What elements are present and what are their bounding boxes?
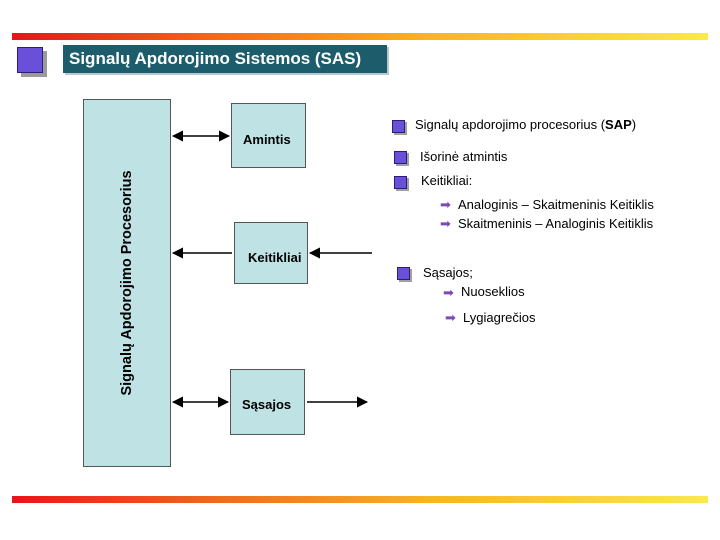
page-title: Signalų Apdorojimo Sistemos (SAS): [69, 49, 362, 68]
sub-arrow-icon: ➡: [440, 216, 451, 231]
converters-block: Keitikliai: [234, 222, 308, 284]
converters-label: Keitikliai: [248, 250, 302, 265]
sub-arrow-icon: ➡: [440, 197, 451, 212]
list-subitem: Lygiagrečios: [463, 310, 536, 325]
bullet-square-icon: [392, 120, 405, 133]
list-item-interfaces: Sąsajos;: [423, 265, 473, 280]
bullet-square-icon: [397, 267, 410, 280]
title-banner: Signalų Apdorojimo Sistemos (SAS): [63, 45, 387, 73]
bullet-square-icon: [394, 176, 407, 189]
interfaces-block: Sąsajos: [230, 369, 305, 435]
processor-block: Signalų Apdorojimo Procesorius: [83, 99, 171, 467]
sub-arrow-icon: ➡: [445, 310, 456, 325]
bullet-square-icon: [394, 151, 407, 164]
list-subitem: Skaitmeninis – Analoginis Keitiklis: [458, 216, 654, 231]
list-subitem: Nuoseklios: [461, 284, 525, 299]
interfaces-label: Sąsajos: [242, 397, 292, 412]
list-item-external-memory: Išorinė atmintis: [420, 149, 508, 164]
sub-arrow-icon: ➡: [443, 285, 454, 300]
memory-block: Amintis: [231, 103, 306, 168]
list-subitem: Analoginis – Skaitmeninis Keitiklis: [458, 197, 654, 212]
memory-label: Amintis: [243, 132, 291, 147]
title-square-icon: [17, 47, 43, 73]
list-item-processor: Signalų apdorojimo procesorius (SAP): [415, 117, 637, 132]
list-item-converters: Keitikliai:: [421, 173, 473, 188]
bottom-gradient-bar: [12, 496, 708, 503]
top-gradient-bar: [12, 33, 708, 40]
